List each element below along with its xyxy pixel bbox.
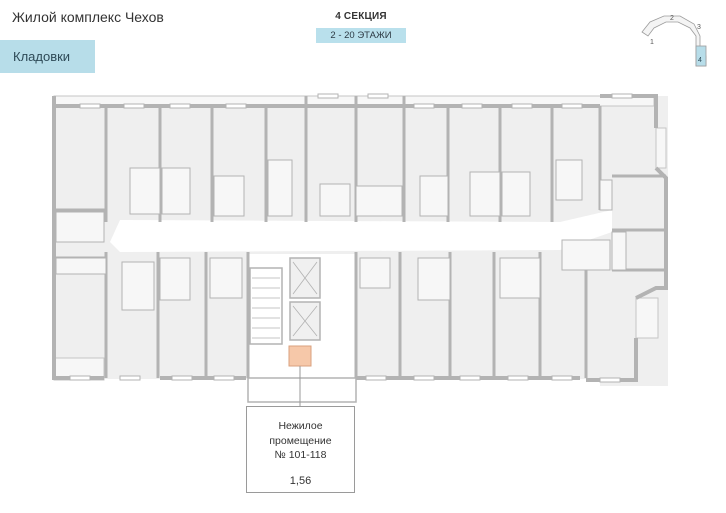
bathrooms bbox=[55, 159, 627, 311]
balcony bbox=[635, 297, 659, 339]
core-elements bbox=[249, 257, 321, 345]
storage-tab[interactable]: Кладовки bbox=[0, 40, 95, 73]
entrance-vestibule bbox=[247, 377, 357, 403]
callout-line-1: Нежилое bbox=[278, 420, 323, 432]
key-section-4-highlight[interactable] bbox=[695, 45, 707, 67]
complex-title: Жилой комплекс Чехов bbox=[12, 9, 164, 25]
callout-line-2: промещение bbox=[269, 434, 332, 447]
callout-name: Нежилое промещение № 101-118 bbox=[247, 419, 354, 463]
balcony bbox=[655, 127, 667, 169]
callout-area: 1,56 bbox=[289, 475, 312, 487]
floors-badge: 2 - 20 ЭТАЖИ bbox=[316, 28, 406, 43]
storage-room-highlight[interactable] bbox=[288, 345, 312, 367]
key-section-4[interactable]: 4 bbox=[698, 57, 702, 64]
callout-number: № 101-118 bbox=[274, 449, 327, 461]
corridor bbox=[110, 210, 612, 252]
key-section-3[interactable]: 3 bbox=[697, 24, 701, 31]
key-section-1[interactable]: 1 bbox=[650, 39, 654, 46]
windows bbox=[69, 93, 633, 383]
partition-walls bbox=[54, 96, 666, 378]
section-key-plan[interactable]: 1 2 3 4 bbox=[636, 6, 716, 70]
section-title: 4 СЕКЦИЯ bbox=[335, 11, 387, 22]
key-section-2[interactable]: 2 bbox=[670, 15, 674, 22]
storage-callout[interactable]: Нежилое промещение № 101-118 1,56 bbox=[246, 406, 355, 493]
